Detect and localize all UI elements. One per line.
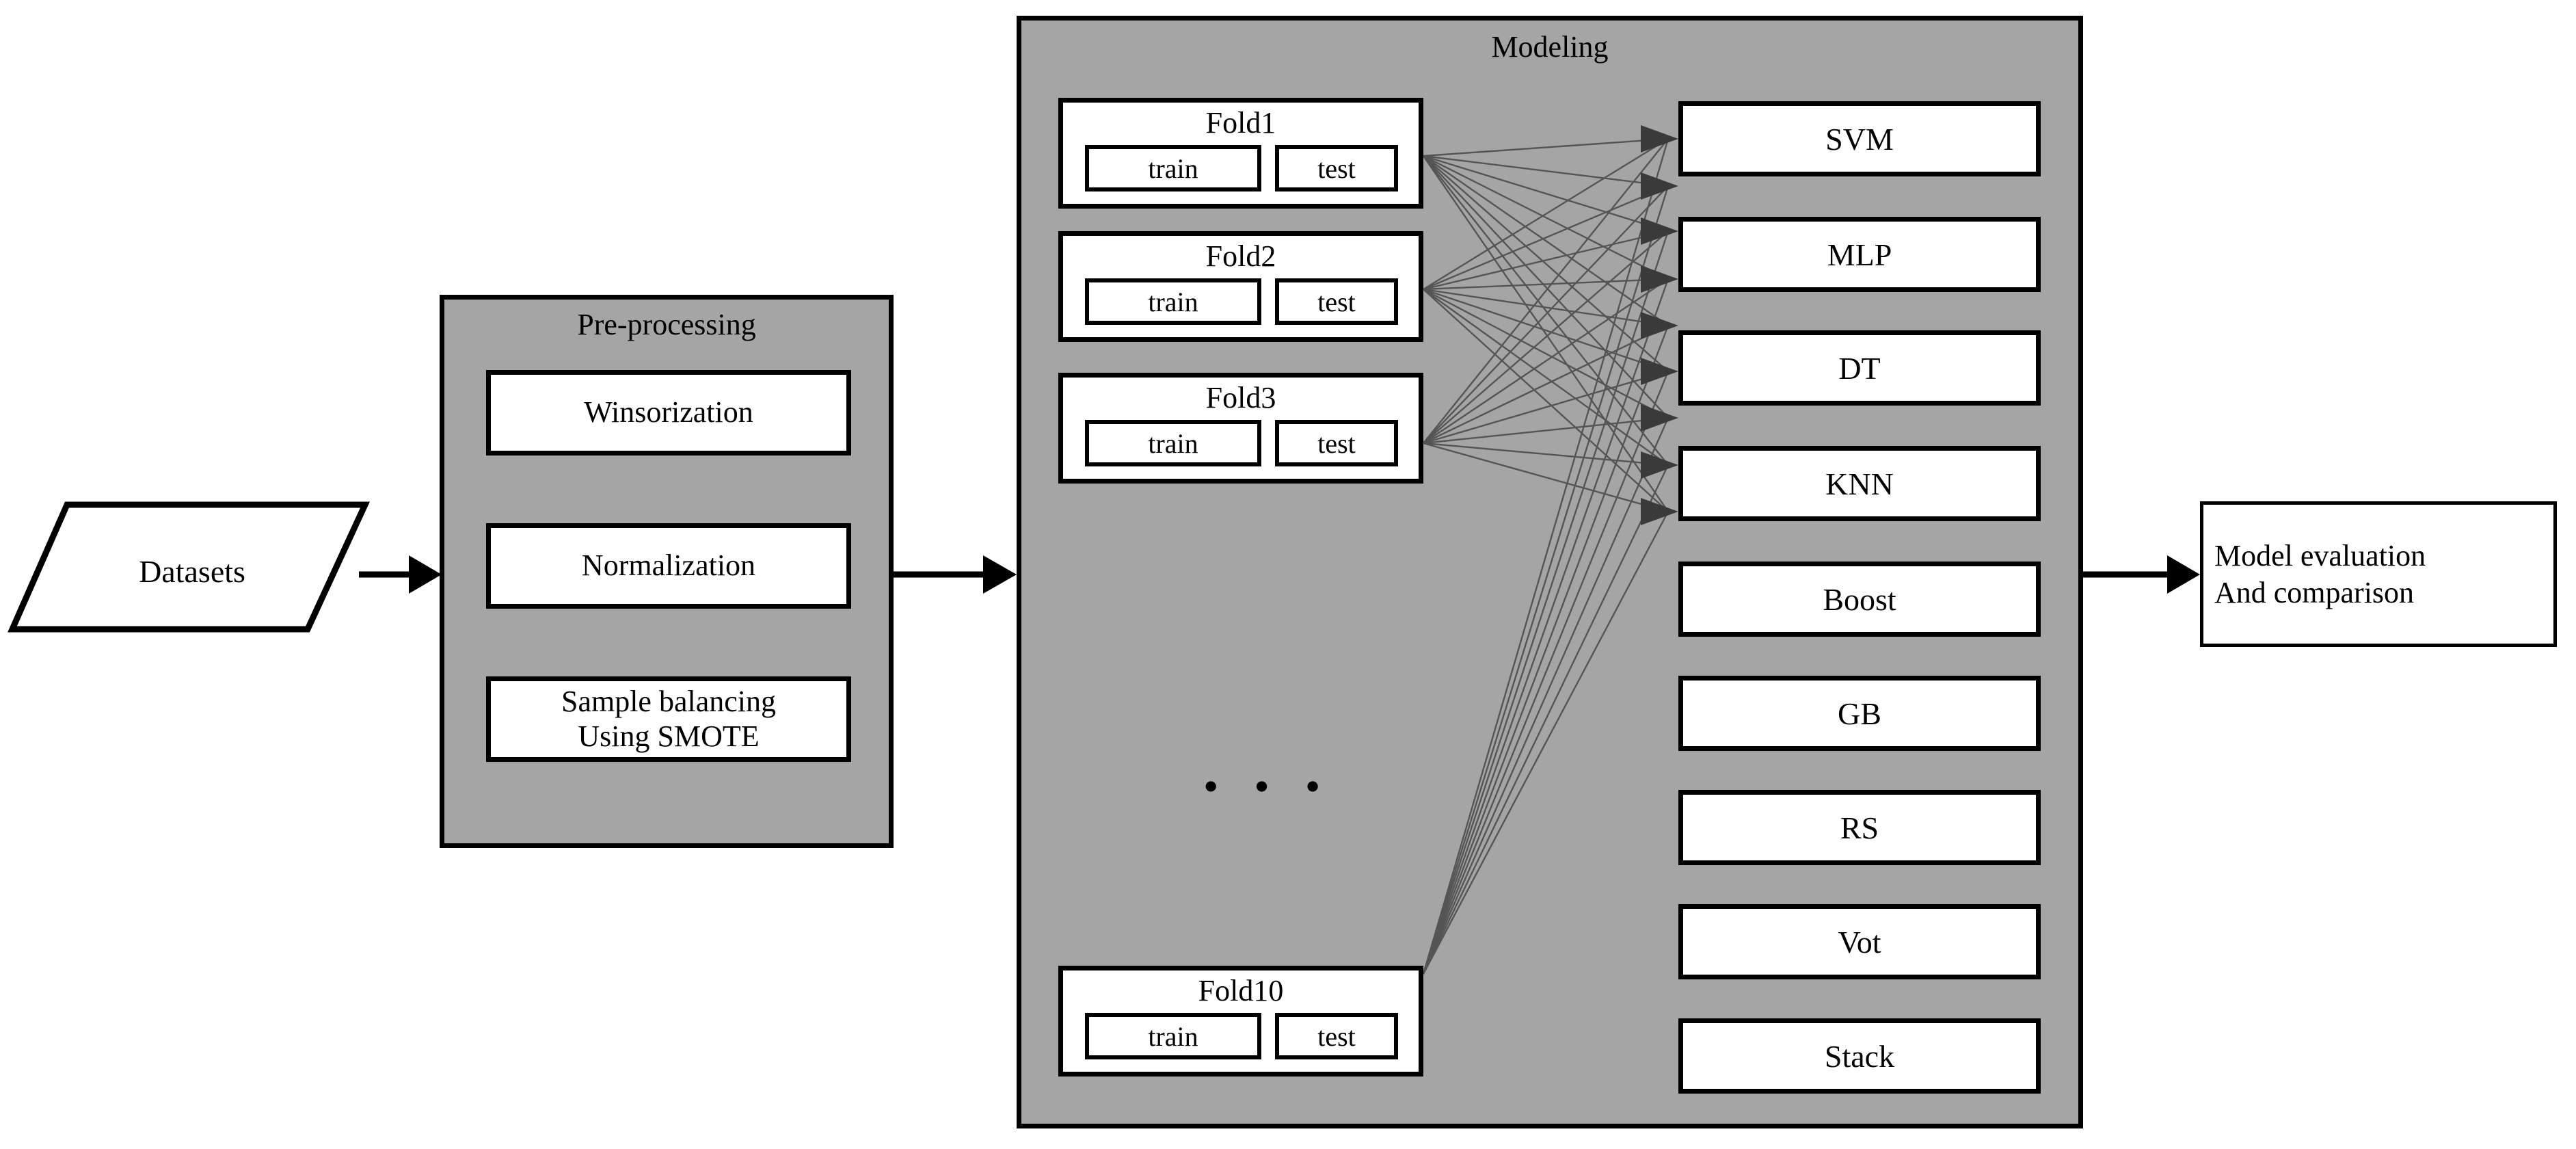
model-evaluation-box[interactable]: Model evaluation And comparison xyxy=(2200,501,2557,647)
fold-3-test[interactable]: test xyxy=(1275,420,1398,466)
fold-10-train-label: train xyxy=(1148,1020,1198,1052)
model-svm[interactable]: SVM xyxy=(1678,101,2041,176)
preprocessing-step-normalization[interactable]: Normalization xyxy=(486,523,851,609)
fold-3-train-label: train xyxy=(1148,427,1198,459)
fold-2-test[interactable]: test xyxy=(1275,278,1398,325)
fold-1-test-label: test xyxy=(1317,153,1356,184)
model-gb-label: GB xyxy=(1838,696,1881,731)
fold-10-label: Fold10 xyxy=(1198,974,1284,1007)
model-rs-label: RS xyxy=(1840,810,1879,845)
model-svm-label: SVM xyxy=(1825,121,1894,157)
preprocessing-step-winsorization[interactable]: Winsorization xyxy=(486,370,851,455)
fold-3-test-label: test xyxy=(1317,427,1356,459)
fold-10-train[interactable]: train xyxy=(1085,1013,1261,1059)
preprocessing-title: Pre-processing xyxy=(577,308,756,341)
modeling-title: Modeling xyxy=(1491,30,1609,64)
fold-3-train[interactable]: train xyxy=(1085,420,1261,466)
model-vot[interactable]: Vot xyxy=(1678,904,2041,979)
fold-3[interactable]: Fold3 train test xyxy=(1058,373,1423,484)
datasets-shape xyxy=(8,501,371,633)
fold-2-train-label: train xyxy=(1148,286,1198,317)
model-boost[interactable]: Boost xyxy=(1678,562,2041,637)
model-vot-label: Vot xyxy=(1838,924,1881,960)
model-rs[interactable]: RS xyxy=(1678,790,2041,865)
model-stack[interactable]: Stack xyxy=(1678,1018,2041,1094)
preprocessing-step-sample-balancing[interactable]: Sample balancing Using SMOTE xyxy=(486,676,851,762)
model-knn[interactable]: KNN xyxy=(1678,446,2041,521)
model-boost-label: Boost xyxy=(1823,581,1896,617)
fold-2[interactable]: Fold2 train test xyxy=(1058,231,1423,342)
preprocessing-step-sample-balancing-line1: Sample balancing xyxy=(561,684,776,718)
model-mlp[interactable]: MLP xyxy=(1678,217,2041,292)
fold-10[interactable]: Fold10 train test xyxy=(1058,966,1423,1077)
fold-2-label: Fold2 xyxy=(1205,239,1276,273)
datasets-label-wrap: Datasets xyxy=(7,492,390,650)
fold-1-train-label: train xyxy=(1148,153,1198,184)
model-gb[interactable]: GB xyxy=(1678,676,2041,751)
fold-1-label: Fold1 xyxy=(1205,106,1276,140)
fold-2-train[interactable]: train xyxy=(1085,278,1261,325)
fold-1-train[interactable]: train xyxy=(1085,145,1261,192)
datasets-label: Datasets xyxy=(139,553,245,589)
model-evaluation-line2: And comparison xyxy=(2214,575,2415,609)
model-dt[interactable]: DT xyxy=(1678,330,2041,406)
fold-3-label: Fold3 xyxy=(1205,381,1276,414)
fold-1-test[interactable]: test xyxy=(1275,145,1398,192)
model-dt-label: DT xyxy=(1838,350,1881,386)
preprocessing-step-normalization-label: Normalization xyxy=(581,549,756,583)
fold-10-test[interactable]: test xyxy=(1275,1013,1398,1059)
model-stack-label: Stack xyxy=(1824,1038,1895,1074)
model-evaluation-line1: Model evaluation xyxy=(2214,538,2426,572)
fold-ellipsis: • • • xyxy=(1203,762,1333,810)
fold-1[interactable]: Fold1 train test xyxy=(1058,98,1423,209)
fold-2-test-label: test xyxy=(1317,286,1356,317)
preprocessing-step-winsorization-label: Winsorization xyxy=(584,395,753,430)
fold-10-test-label: test xyxy=(1317,1020,1356,1052)
model-knn-label: KNN xyxy=(1825,466,1894,501)
model-mlp-label: MLP xyxy=(1827,237,1892,272)
preprocessing-step-sample-balancing-line2: Using SMOTE xyxy=(578,719,760,753)
